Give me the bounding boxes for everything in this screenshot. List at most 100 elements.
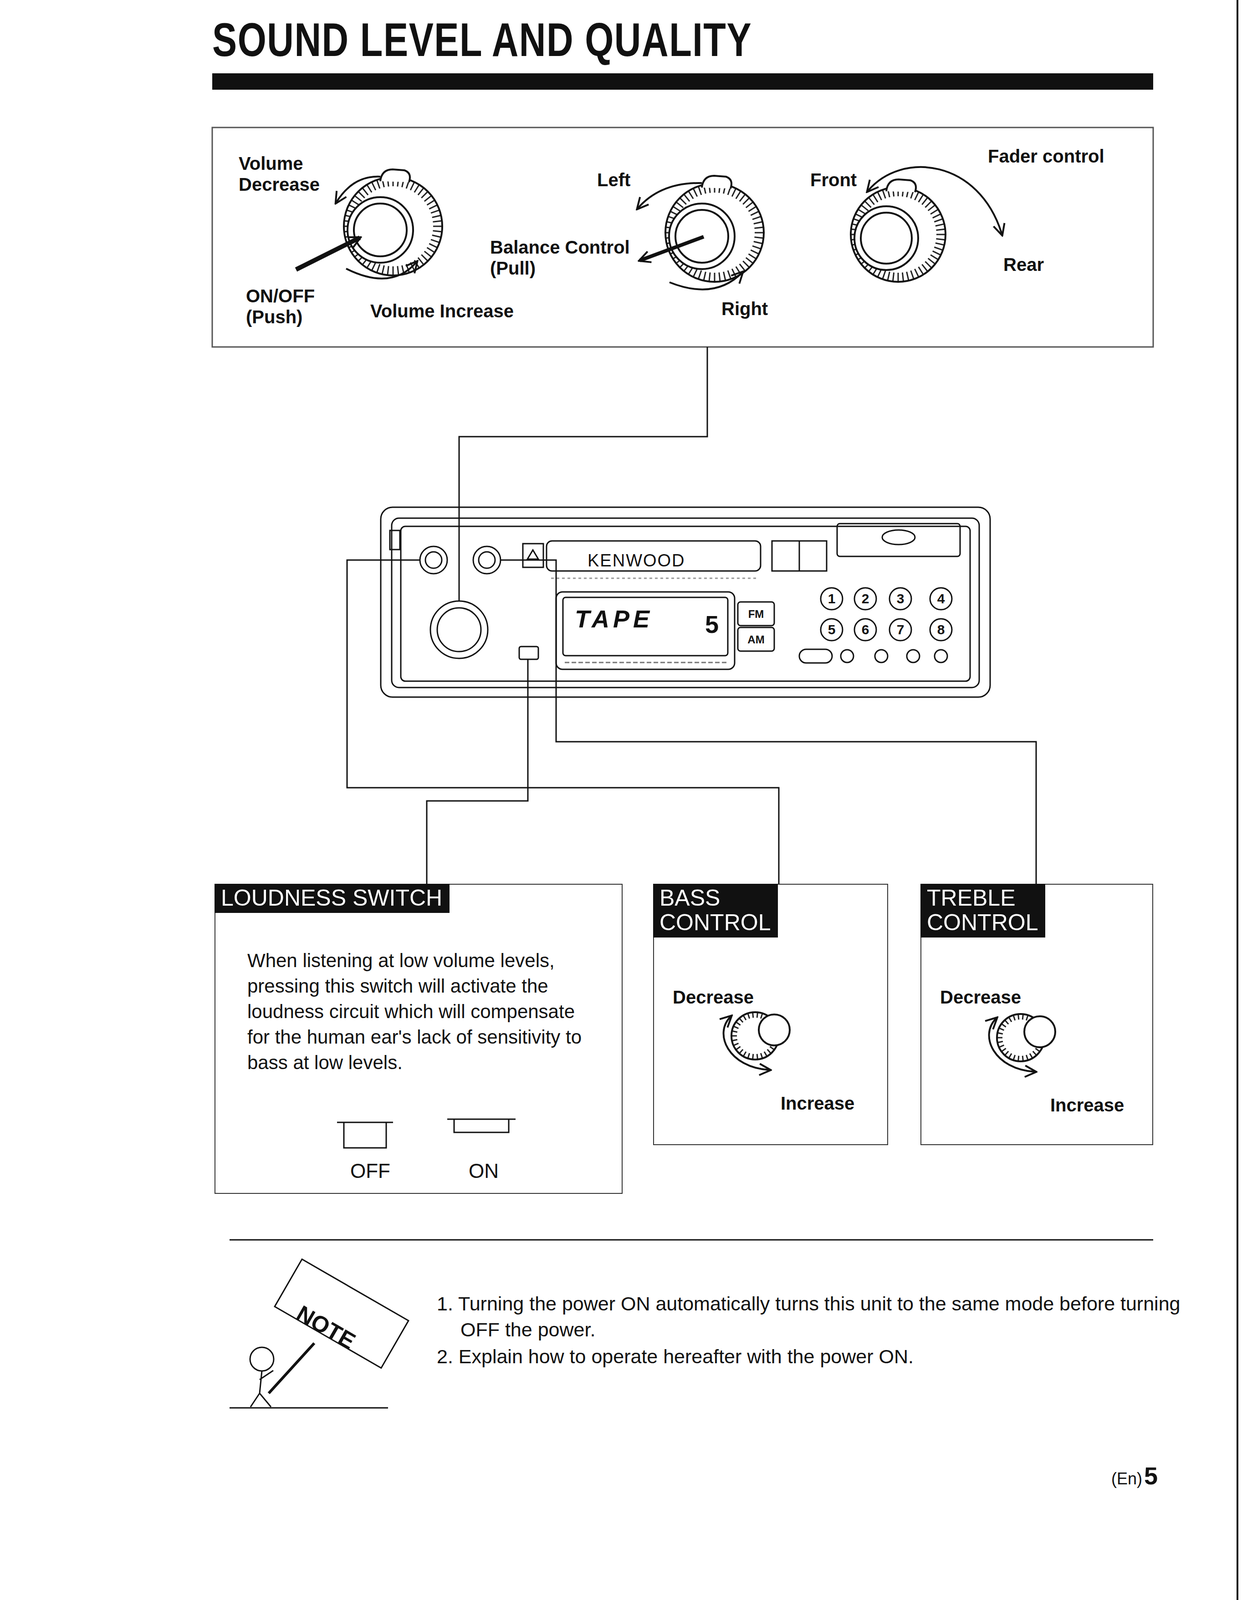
knurling [746, 202, 754, 208]
knurling [858, 209, 866, 215]
box-text: ON/OFF (Push) [245, 285, 333, 328]
box-text: Increase [780, 1093, 855, 1115]
box-text: Left [597, 169, 631, 191]
radio-unit [391, 518, 980, 688]
box-text: 5 [820, 622, 843, 639]
knurling [882, 189, 886, 199]
knurling [746, 257, 754, 264]
radio-unit [854, 618, 877, 641]
knurling [925, 261, 932, 268]
box-text: Volume Increase [370, 300, 514, 322]
knob-drawing [353, 203, 407, 257]
knurling [928, 258, 936, 264]
radio-unit [564, 662, 727, 664]
knurling [906, 271, 909, 281]
switch-symbol [337, 1119, 516, 1149]
connector-line [347, 560, 779, 885]
knurling [918, 194, 924, 203]
leader-line [380, 559, 420, 562]
knurling [936, 234, 946, 236]
box-text: 5 [705, 610, 719, 639]
note-sign [250, 1370, 274, 1408]
box-text: Front [810, 169, 857, 191]
connector-line [459, 347, 708, 508]
leader-line [380, 507, 557, 698]
knurling [430, 239, 440, 243]
radio-unit [874, 649, 888, 663]
knurling [935, 238, 946, 240]
knob-drawing [1024, 1016, 1056, 1048]
box-text: Increase [1050, 1094, 1125, 1116]
radio-unit [889, 587, 912, 610]
knurling [698, 270, 702, 280]
box-text: KENWOOD [587, 551, 686, 572]
radio-unit [934, 649, 948, 663]
switch-symbol [337, 1122, 394, 1149]
box-text: Fader control [987, 145, 1105, 167]
knurling [719, 272, 721, 282]
knurling [676, 202, 684, 208]
box-text: AM [737, 633, 775, 647]
knurling [421, 191, 428, 199]
knurling [753, 241, 763, 244]
knurling [382, 265, 384, 275]
box-text: Balance Control (Pull) [490, 236, 632, 279]
motion-arrow [989, 1018, 1036, 1073]
knurling [418, 257, 424, 266]
knob-drawing [886, 179, 916, 193]
knurling [930, 209, 939, 215]
knurling [932, 214, 941, 219]
radio-unit [430, 601, 488, 659]
box-text: 2 [854, 591, 877, 608]
radio-unit [380, 507, 991, 698]
page-title: SOUND LEVEL AND QUALITY [212, 12, 752, 67]
knurling [868, 197, 874, 205]
knurling [358, 191, 365, 199]
knurling [731, 188, 736, 197]
knurling [914, 269, 919, 278]
motion-arrow [867, 167, 1002, 235]
note-sign [274, 1259, 409, 1369]
language-mark: (En) [1111, 1468, 1143, 1491]
knurling [921, 197, 928, 205]
knurling [362, 188, 368, 196]
box-heading: TREBLE CONTROL [920, 884, 1046, 938]
box-text: When listening at low volume levels, pre… [247, 948, 594, 1076]
knurling [693, 188, 698, 197]
radio-unit [820, 587, 843, 610]
knurling [723, 271, 726, 281]
knurling [351, 200, 360, 206]
knob-drawing [380, 169, 410, 183]
knurling [902, 272, 904, 282]
radio-unit [889, 618, 912, 641]
switch-symbol [447, 1119, 516, 1133]
knurling [935, 229, 946, 230]
knob-drawing [665, 183, 764, 282]
knurling [432, 235, 441, 238]
knurling [387, 265, 389, 276]
radio-unit [854, 587, 877, 610]
knurling [709, 272, 711, 282]
box-text: TAPE [574, 604, 654, 634]
radio-unit [400, 526, 971, 682]
note-sign [268, 1343, 315, 1394]
title-bar [212, 73, 1154, 90]
knurling [736, 191, 742, 200]
knurling [376, 264, 380, 273]
motion-arrow [296, 237, 360, 270]
radio-unit [771, 541, 827, 572]
knurling [864, 200, 871, 208]
knurling [397, 265, 399, 276]
radio-unit [882, 530, 915, 545]
radio-unit [840, 649, 854, 663]
knurling [873, 194, 879, 203]
knurling [693, 268, 698, 277]
knurling [921, 264, 928, 272]
box-text: Volume Decrease [238, 153, 330, 195]
box-text: Decrease [940, 986, 1022, 1008]
leader-line [500, 560, 557, 698]
knurling [739, 194, 746, 202]
box-text: Decrease [672, 986, 754, 1008]
page-number: 5 [1144, 1460, 1158, 1493]
